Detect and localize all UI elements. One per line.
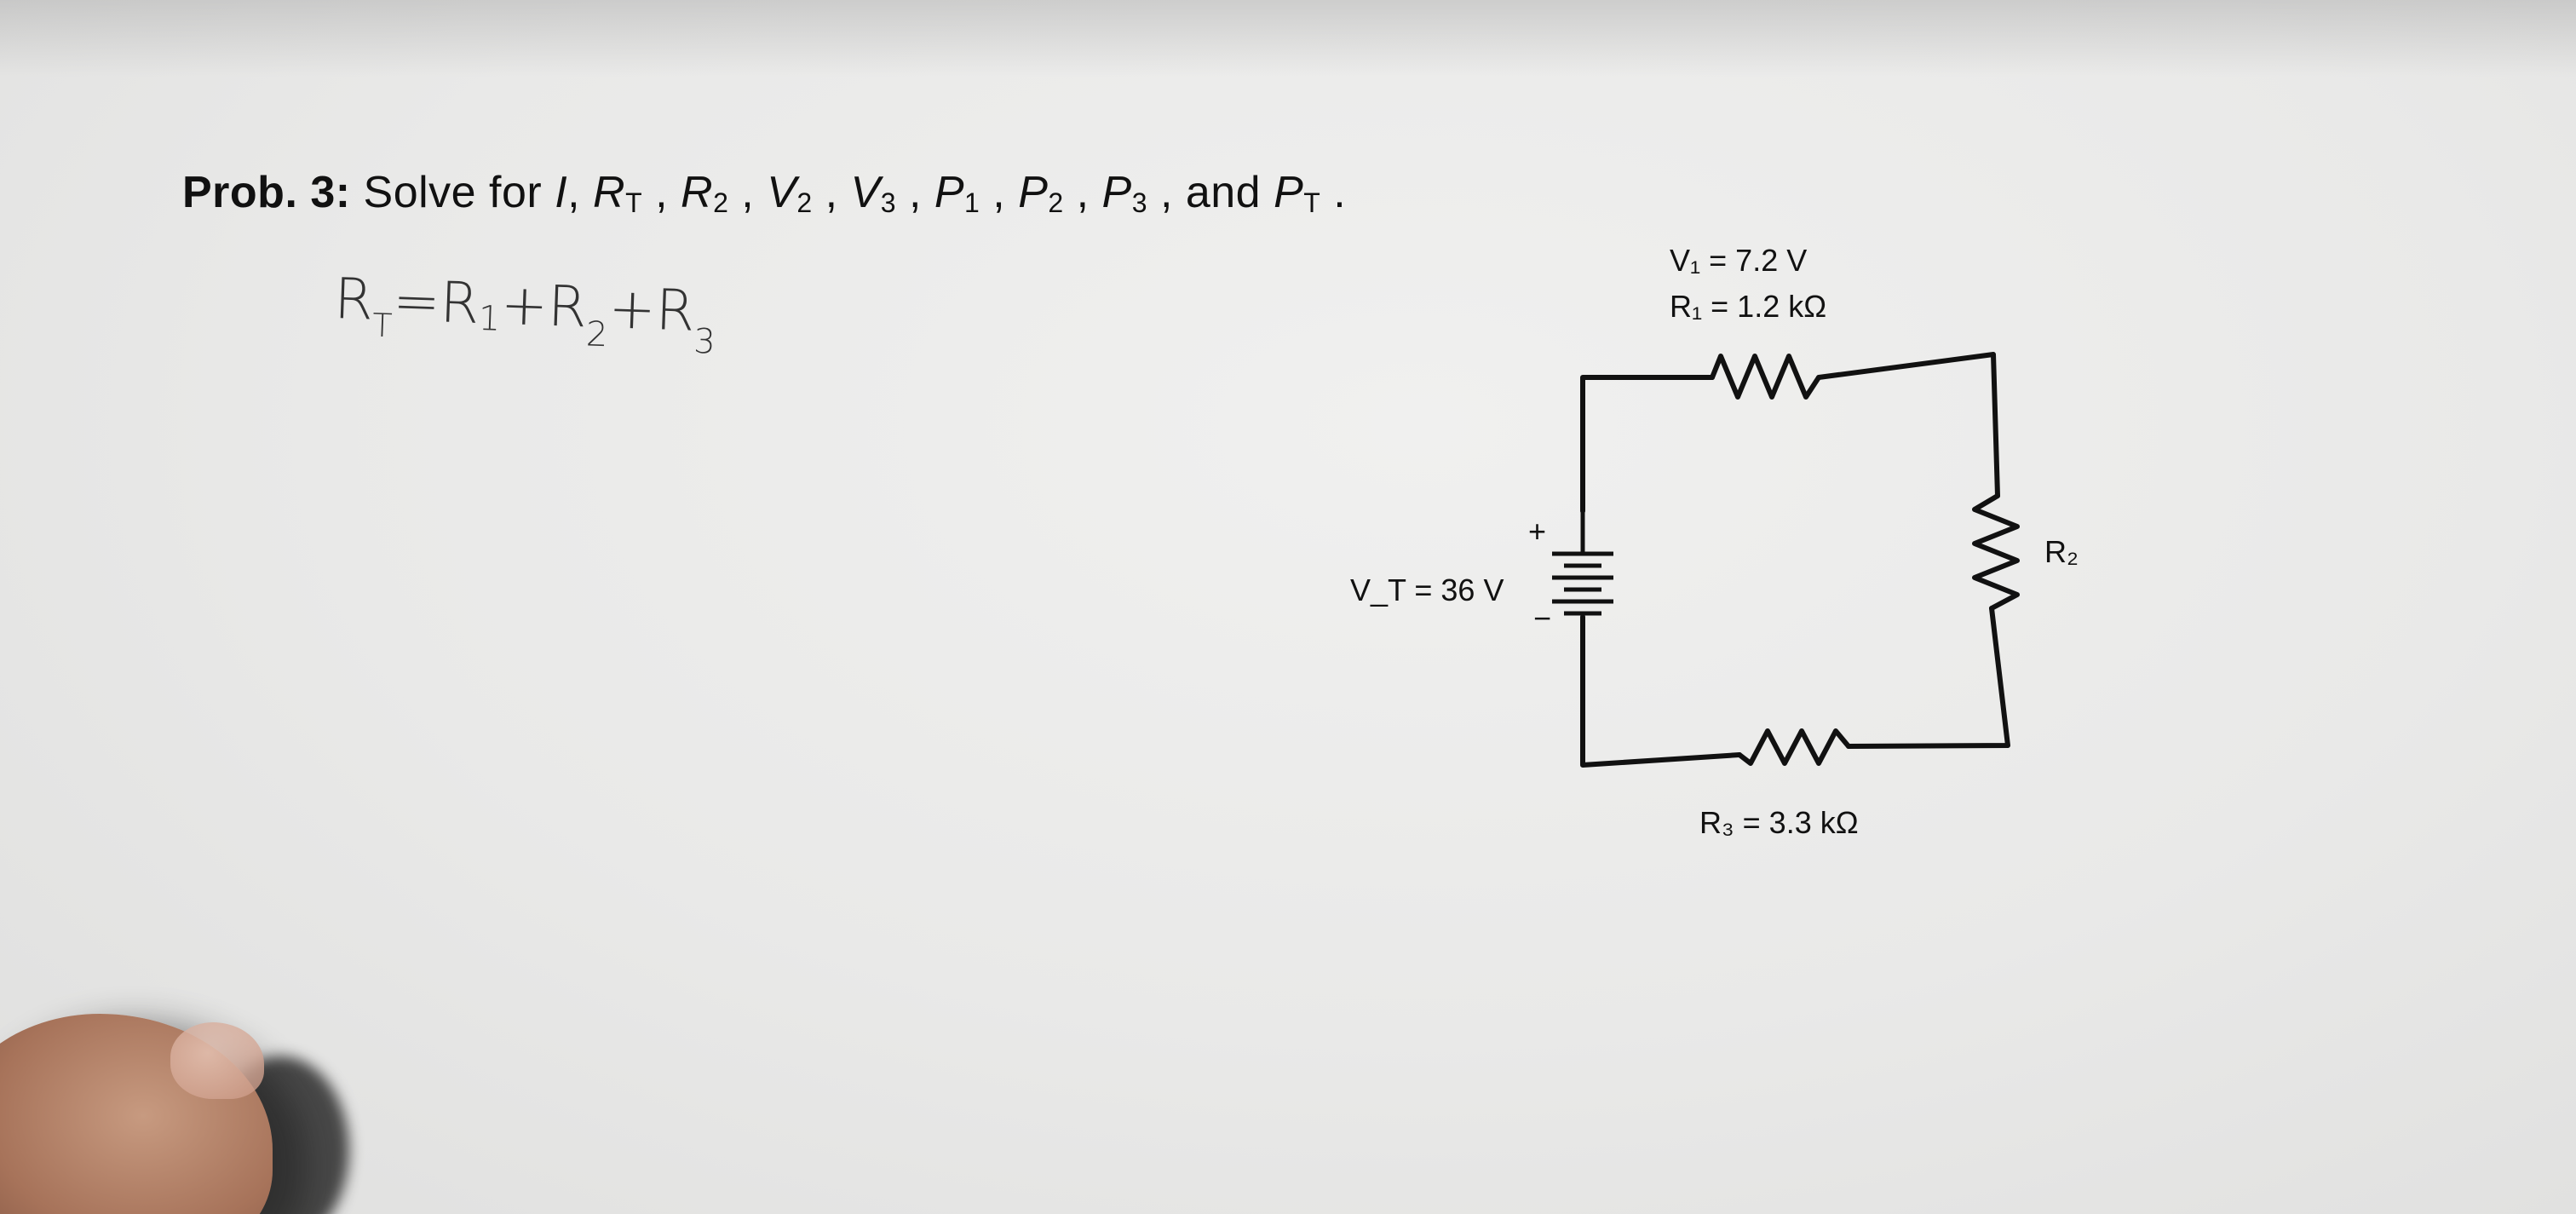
resistor-r2 (1972, 493, 2020, 611)
paper-shadow (0, 0, 2576, 77)
label-r2: R₂ (2044, 534, 2079, 569)
var-r2: R2 (681, 168, 729, 218)
label-r1: R₁ = 1.2 kΩ (1670, 289, 1826, 324)
wire-top-right (1816, 352, 2000, 498)
var-p3: P3 (1101, 168, 1147, 218)
battery-minus: − (1533, 601, 1551, 636)
wire-bottom-left (1580, 614, 1742, 768)
wire-right-bottom (1846, 606, 2010, 749)
var-rt: RT (593, 168, 643, 218)
battery-vt (1552, 511, 1613, 616)
resistor-r1 (1710, 354, 1821, 400)
wire-top-left (1580, 375, 1715, 514)
var-v2: V2 (767, 168, 813, 218)
label-r3: R₃ = 3.3 kΩ (1699, 805, 1859, 840)
var-p1: P1 (934, 168, 980, 218)
battery-plus: + (1528, 514, 1546, 549)
var-p2: P2 (1018, 168, 1064, 218)
and-text: and (1185, 168, 1262, 217)
label-vt: V_T = 36 V (1350, 572, 1504, 607)
var-pt: PT (1274, 168, 1321, 218)
fingernail (170, 1022, 264, 1099)
label-v1: V₁ = 7.2 V (1670, 243, 1807, 278)
var-v3: V3 (850, 168, 897, 218)
problem-statement: Prob. 3: Solve for I, RT , R2 , V2 , V3 … (182, 168, 1347, 218)
problem-label: Prob. 3: (182, 168, 351, 217)
resistor-r3 (1737, 728, 1851, 766)
solve-for-text: Solve for (350, 168, 555, 217)
var-i: I (555, 168, 568, 217)
period: . (1333, 168, 1347, 217)
